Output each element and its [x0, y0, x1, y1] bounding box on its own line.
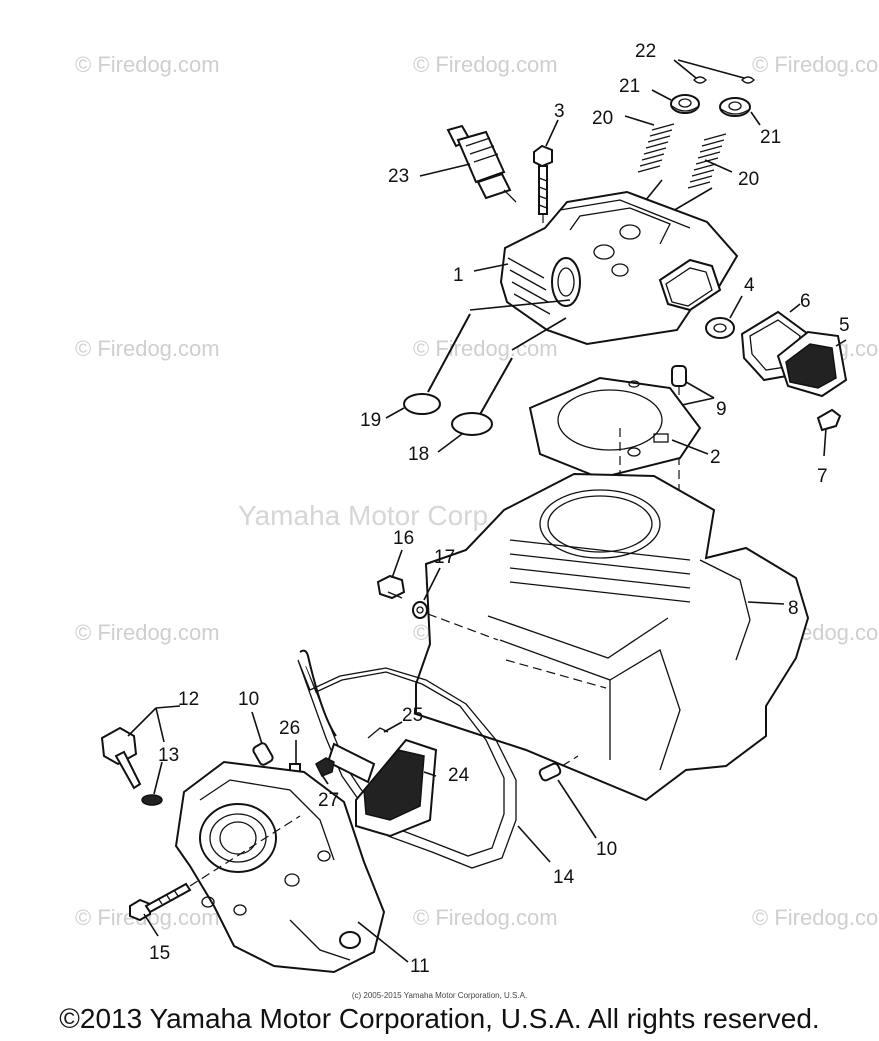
callout-22: 22: [635, 41, 656, 62]
callout-12: 12: [178, 689, 199, 710]
dowel-pins-10: [251, 711, 597, 839]
drain-bolt-16-17: [376, 549, 499, 641]
watermark: © Firedog.com: [752, 52, 879, 77]
valves-18-19: [385, 299, 571, 453]
callout-10: 10: [596, 839, 617, 860]
callout-10: 10: [238, 689, 259, 710]
crankcase-cover-11: [174, 760, 409, 974]
callout-1: 1: [453, 265, 464, 286]
callout-4: 4: [744, 275, 755, 296]
callout-18: 18: [408, 444, 429, 465]
oil-sensor-24-27: [289, 649, 438, 838]
callout-labels: 22 21 21 20 20 3 23 1 4 6 5 9 19 18 2 7 …: [149, 41, 850, 977]
callout-21: 21: [619, 76, 640, 97]
crankcase-gasket-14: [297, 659, 551, 869]
watermark: © Firedog.com: [75, 620, 220, 645]
watermark: © Firedog.com: [75, 52, 220, 77]
callout-26: 26: [279, 718, 300, 739]
callout-17: 17: [434, 547, 455, 568]
callout-11: 11: [410, 956, 430, 977]
callout-7: 7: [817, 466, 828, 487]
callout-14: 14: [553, 867, 575, 888]
cylinder-head-1: [473, 190, 739, 346]
cylinder-block-8: [415, 472, 810, 802]
callout-6: 6: [800, 291, 811, 312]
callout-3: 3: [554, 101, 565, 122]
callout-20: 20: [738, 169, 759, 190]
watermark: © Firedog.com: [75, 336, 220, 361]
callout-5: 5: [839, 315, 850, 336]
callout-9: 9: [716, 399, 727, 420]
valve-cotter-22: [673, 59, 755, 84]
watermark: © Firedog.com: [413, 336, 558, 361]
callout-25: 25: [402, 705, 423, 726]
callout-24: 24: [448, 765, 470, 786]
spring-retainer-21: [651, 89, 761, 126]
callout-2: 2: [710, 447, 721, 468]
breather-cover-4-7: [705, 295, 848, 457]
callout-8: 8: [788, 598, 799, 619]
callout-21: 21: [760, 127, 781, 148]
callout-23: 23: [388, 166, 409, 187]
callout-13: 13: [158, 745, 179, 766]
oil-filler-cap-12-13: [100, 705, 181, 806]
callout-19: 19: [360, 410, 381, 431]
callout-20: 20: [592, 108, 613, 129]
watermark: © Firedog.com: [413, 905, 558, 930]
callout-15: 15: [149, 943, 170, 964]
spark-plug-23: [419, 124, 517, 203]
image-copyright-small: (c) 2005-2015 Yamaha Motor Corporation, …: [351, 991, 528, 1000]
watermark: © Firedog.com: [413, 52, 558, 77]
head-gasket-2: [528, 376, 709, 560]
footer-copyright: ©2013 Yamaha Motor Corporation, U.S.A. A…: [59, 1003, 820, 1034]
callout-16: 16: [393, 528, 414, 549]
callout-27: 27: [318, 790, 339, 811]
cover-bolt-15: [129, 815, 301, 937]
watermark: © Firedog.com: [752, 905, 879, 930]
